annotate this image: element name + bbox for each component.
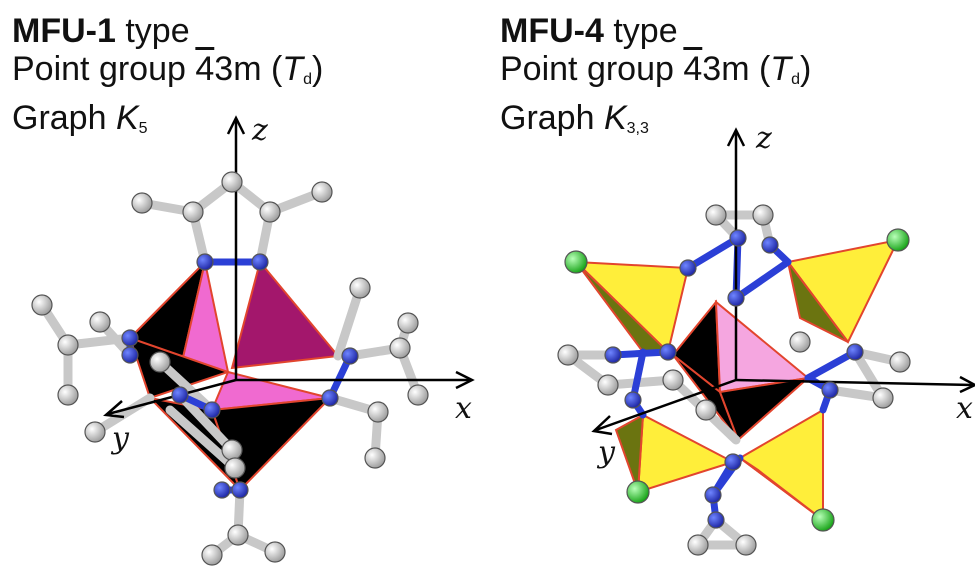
mfu1-pg-sym: T	[282, 50, 304, 88]
mfu1-bonds	[37, 177, 423, 560]
mfu4-axes	[591, 127, 975, 436]
mfu4-point-group: Point group 43m (Td)	[500, 50, 811, 99]
mfu4-z-label: z	[755, 121, 772, 156]
mfu1-atoms	[31, 171, 429, 566]
mfu1-pg-close: )	[311, 50, 324, 88]
mfu1-diagram: z x y	[31, 113, 475, 566]
mfu1-graph: Graph K5	[12, 99, 323, 148]
mfu4-title: MFU-4 type	[500, 12, 811, 50]
mfu1-y-label: y	[110, 421, 130, 456]
mfu4-atoms	[557, 204, 911, 556]
mfu1-graph-prefix: Graph	[12, 99, 116, 137]
mfu1-graph-sub: 5	[138, 120, 148, 137]
mfu4-pg-sym: T	[770, 50, 792, 88]
mfu1-title: MFU-1 type	[12, 12, 323, 50]
mfu1-title-rest: type	[115, 12, 190, 50]
mfu1-panel: z x y	[0, 0, 487, 575]
mfu4-caption: MFU-4 type Point group 43m (Td) Graph K3…	[500, 12, 811, 148]
mfu4-pg-rest: 3m (	[702, 50, 771, 88]
mfu1-caption: MFU-1 type Point group 43m (Td) Graph K5	[12, 12, 323, 148]
mfu4-panel: z x y	[488, 0, 975, 575]
mfu1-title-bold: MFU-1	[12, 12, 116, 50]
mfu4-diagram: z x y	[557, 121, 975, 556]
mfu4-graph-prefix: Graph	[500, 99, 604, 137]
mfu4-graph-sym: K	[603, 99, 627, 137]
mfu4-pg-close: )	[799, 50, 812, 88]
mfu4-y-label: y	[596, 435, 616, 470]
mfu4-title-bold: MFU-4	[500, 12, 604, 50]
mfu1-z-label: z	[251, 113, 268, 148]
mfu1-pg-rest: 3m (	[214, 50, 283, 88]
mfu4-title-rest: type	[603, 12, 678, 50]
mfu4-pg-bar: 4	[683, 50, 703, 88]
mfu1-pg-prefix: Point group	[12, 50, 196, 88]
mfu4-graph-sub: 3,3	[626, 120, 649, 137]
mfu1-point-group: Point group 43m (Td)	[12, 50, 323, 99]
mfu1-pg-sub: d	[303, 71, 312, 88]
mfu4-graph: Graph K3,3	[500, 99, 811, 148]
mfu4-pg-sub: d	[791, 71, 800, 88]
mfu1-pg-bar: 4	[195, 50, 215, 88]
mfu1-x-label: x	[455, 391, 472, 426]
mfu4-x-label: x	[956, 391, 973, 426]
mfu1-graph-sym: K	[115, 99, 139, 137]
mfu4-polyhedra	[573, 238, 900, 522]
mfu4-pg-prefix: Point group	[500, 50, 684, 88]
